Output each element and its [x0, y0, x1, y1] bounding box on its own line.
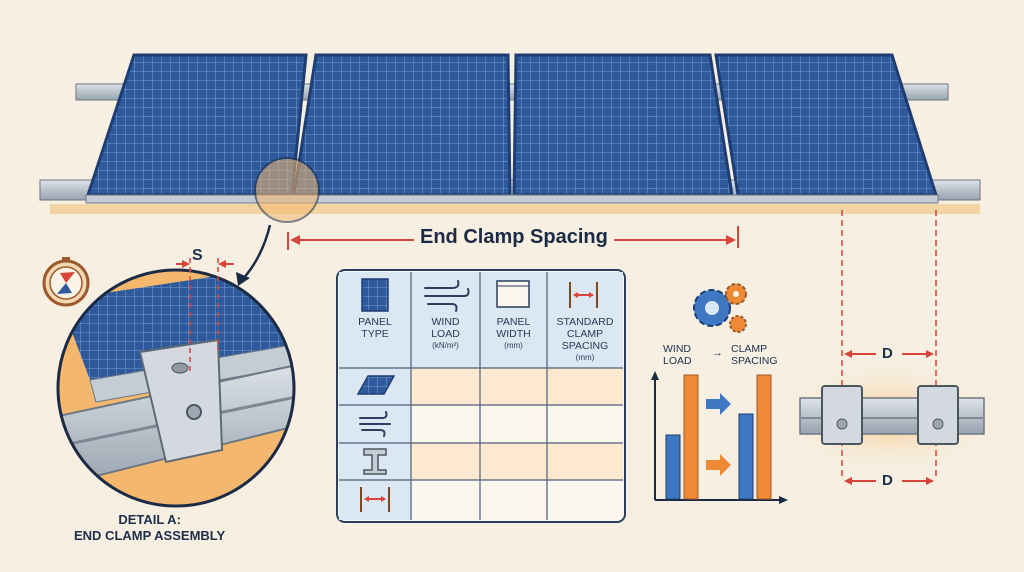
spacing-icon [569, 282, 598, 308]
load-spacing-chart [651, 371, 788, 504]
compass-icon [42, 257, 90, 307]
end-clamp-spacing-title: End Clamp Spacing [414, 226, 614, 249]
detail-caption-line2: END CLAMP ASSEMBLY [74, 528, 226, 543]
bar-wind-load-high [683, 374, 699, 500]
clamp-right [917, 385, 959, 445]
solar-panel-4 [714, 53, 939, 197]
bar-clamp-spacing-low [738, 413, 754, 500]
chart-arrow-symbol: → [712, 347, 723, 359]
clamp-distance-detail [770, 210, 1010, 485]
row-wind-icon [359, 411, 391, 437]
header-wind-load: WIND LOAD (kN/m²) [431, 316, 460, 350]
clamp-left [821, 385, 863, 445]
detail-callout-marker [236, 157, 320, 286]
trend-arrow-orange [706, 454, 731, 476]
bar-clamp-spacing-high [756, 374, 772, 500]
table-body-cells [411, 368, 623, 480]
row-clamp-icon [363, 448, 387, 475]
wind-icon [424, 280, 470, 312]
detail-caption-line1: DETAIL A: [118, 512, 181, 527]
header-standard-clamp-spacing: STANDARD CLAMP SPACING (mm) [556, 316, 614, 362]
solar-panel-2 [292, 53, 512, 197]
row-panel-icon [356, 375, 396, 395]
trend-arrow-blue [706, 393, 731, 415]
distance-d-label-bottom: D [882, 472, 893, 489]
width-icon [496, 280, 530, 308]
chart-clamp-spacing-label: CLAMP SPACING [731, 343, 778, 367]
chart-wind-load-label: WIND LOAD [663, 343, 692, 367]
spacing-s-label: S [192, 247, 203, 264]
header-panel-width: PANEL WIDTH (mm) [496, 316, 531, 350]
header-panel-type: PANEL TYPE [358, 316, 392, 340]
distance-d-label-top: D [882, 345, 893, 362]
row-spacing-icon [360, 487, 390, 512]
detail-a-caption: DETAIL A: END CLAMP ASSEMBLY [74, 512, 225, 544]
panel-icon [361, 278, 389, 312]
clamp-spacing-table [336, 269, 626, 523]
bar-wind-load-low [665, 434, 681, 500]
solar-panel-3 [512, 53, 734, 197]
gears-icon [693, 283, 747, 333]
solar-panel-array [85, 53, 939, 204]
